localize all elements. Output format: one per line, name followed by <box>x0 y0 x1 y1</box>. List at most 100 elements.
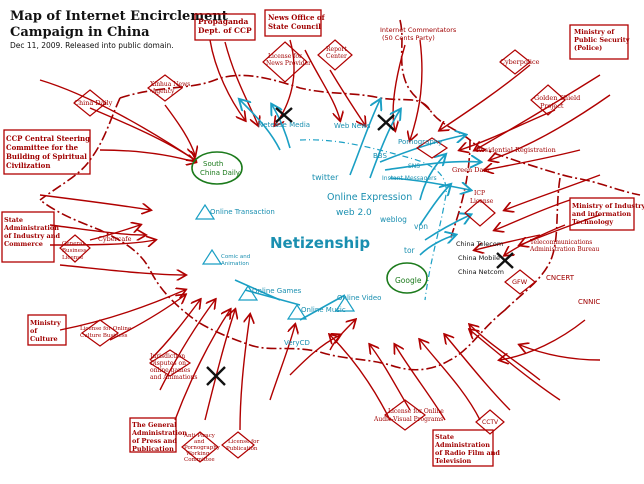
news-office-label-1: News Office of <box>268 13 326 22</box>
ccp-committee-label-2: Committee for the <box>6 143 79 152</box>
ministry-culture-label-1: Ministry <box>30 319 61 327</box>
license-culture-label-1: License for Online <box>80 326 131 332</box>
gapp-label-3: of Press and <box>132 437 177 445</box>
telecom-bureau-label-1: Telecommunications <box>530 239 592 246</box>
netease-label: Netease Media <box>258 121 310 129</box>
vpn-label: vpn <box>414 222 428 231</box>
license-publication-label-1: License for <box>228 439 259 445</box>
telecom-bureau-label-2: Administration Bureau <box>529 246 599 253</box>
registration-label: Residential Registration <box>476 146 556 154</box>
golden-shield-label-2: Project <box>540 102 564 110</box>
anti-piracy-label-3: Pornography <box>184 445 221 451</box>
saic-label-3: of Industry and <box>4 232 60 240</box>
public-security-label-2: Public Security <box>574 36 630 44</box>
license-culture-label-2: Culture Business <box>80 333 128 339</box>
south-china-daily-label-2: China Daily <box>200 169 240 177</box>
saic-label-4: Commerce <box>4 240 43 248</box>
anti-piracy-label-2: and <box>194 439 205 445</box>
blocked-marks <box>206 107 514 386</box>
ccp-committee-label-4: Civilization <box>6 161 50 170</box>
license-news-label-1: License for <box>268 53 302 60</box>
sarft-box <box>432 429 494 467</box>
jurisdiction-label-3: online games <box>150 367 190 374</box>
china-daily-label: China Daily <box>74 99 113 107</box>
ministry-culture-box <box>27 314 67 346</box>
gapp-label-4: Publication <box>132 445 174 453</box>
ministry-culture-label-3: Culture <box>30 335 58 343</box>
firewall-inner-boundary <box>299 139 447 301</box>
license-news-label-2: News Provider <box>266 60 311 67</box>
south-china-daily-circle <box>191 151 243 185</box>
saic-label-2: Administration <box>3 224 59 232</box>
icp-label-2: License <box>470 198 494 205</box>
online-music-label: Online Music <box>301 306 346 314</box>
east-border-outline <box>399 19 471 241</box>
general-business-label-1: General <box>62 241 84 247</box>
commentators-label-1: Internet Commentators <box>380 26 457 34</box>
anti-piracy-label-1: Anti-Piracy <box>183 433 216 439</box>
instant-messages-label: Instant Messagers <box>382 175 437 182</box>
gapp-label-2: Administration <box>131 429 187 437</box>
jurisdiction-label-1: Jurisdiction <box>149 353 185 360</box>
license-publication-label-2: Publication <box>226 446 258 452</box>
license-av-label-2: Audio-Visual Programs <box>373 416 443 423</box>
anti-piracy-label-5: Committee <box>184 457 215 463</box>
tor-label: tor <box>404 246 416 255</box>
propaganda-label-1: Propaganda <box>198 17 248 26</box>
report-center-label-2: Center <box>326 53 347 60</box>
china-mobile-label: China Mobile <box>458 254 500 262</box>
bbs-label: BBS <box>373 152 387 160</box>
golden-shield-label-1: Golden Shield <box>534 94 580 102</box>
saic-box <box>1 211 55 263</box>
weblog-label: weblog <box>380 215 407 224</box>
general-business-label-3: License <box>62 255 83 261</box>
public-security-label-3: (Police) <box>574 44 602 52</box>
online-video-label: Online Video <box>337 294 381 302</box>
cyberpolice-label: Cyberpolice <box>500 58 540 66</box>
south-china-daily-label-1: South <box>203 160 223 168</box>
public-security-box <box>569 24 629 60</box>
gapp-box <box>129 417 177 453</box>
netizenship-center: Netizenship <box>270 234 370 252</box>
title-line-2: Campaign in China <box>10 25 150 40</box>
jurisdiction-label-4: and Animations <box>150 374 197 381</box>
ministry-culture-label-2: of <box>30 327 38 335</box>
service-icons <box>194 203 356 320</box>
online-games-label: Online Games <box>252 287 302 295</box>
ccp-committee-label-1: CCP Central Steering <box>6 134 90 143</box>
ccp-committee-label-3: Building of Spiritual <box>6 152 87 161</box>
green-dam-label: Green Dam <box>452 166 490 174</box>
sarft-label-2: Administration <box>434 441 490 449</box>
pornography-label: Pornography <box>398 138 442 146</box>
sns-label: SNS <box>408 163 420 170</box>
google-circle <box>386 262 428 294</box>
sarft-label-3: of Radio Film and <box>435 449 500 457</box>
propaganda-dept-box <box>194 13 256 41</box>
agency-diamonds <box>59 39 566 463</box>
online-expression-label: Online Expression <box>327 192 412 203</box>
online-transaction-label: Online Transaction <box>210 208 275 216</box>
miit-label-1: Ministry of Industry <box>572 202 644 210</box>
license-av-label-1: License for Online <box>388 408 444 415</box>
comic-label-1: Comic and <box>221 254 250 260</box>
censorship-arrows <box>39 39 611 431</box>
xinhua-label-2: Agency <box>151 88 175 95</box>
saic-label-1: State <box>4 216 23 224</box>
news-office-box <box>264 9 322 37</box>
verycd-label: VeryCD <box>284 339 310 347</box>
cctv-label: CCTV <box>482 419 499 426</box>
general-business-label-2: Business <box>62 248 87 254</box>
comic-label-2: Animation <box>221 261 250 267</box>
report-center-label-1: Report <box>326 46 347 53</box>
commentators-label-2: (50 Cents Party) <box>382 34 435 42</box>
jurisdiction-label-2: Disputes on <box>150 360 186 367</box>
cncert-label: CNCERT <box>546 274 575 282</box>
cybercafe-label: Cybercafe <box>98 235 132 243</box>
news-office-label-2: State Council <box>268 22 321 31</box>
china-netcom-label: China Netcom <box>458 268 504 276</box>
sarft-label-1: State <box>435 433 454 441</box>
miit-box <box>569 197 635 231</box>
propaganda-label-2: Dept. of CCP <box>198 26 252 35</box>
